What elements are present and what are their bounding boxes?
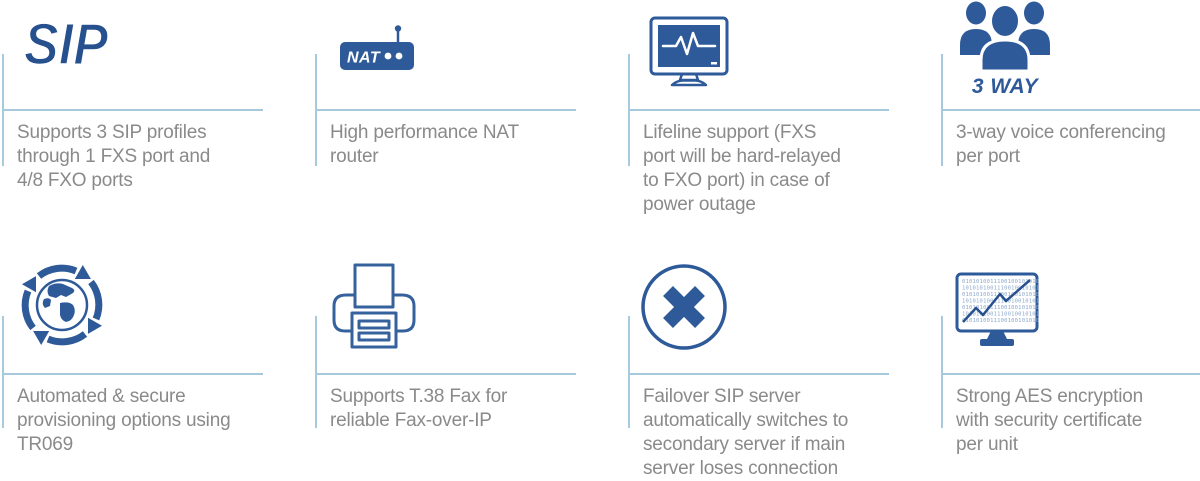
group-people-icon: 3 WAY — [954, 0, 1056, 96]
globe-sync-icon — [15, 258, 109, 352]
feature-card-encryption: 0101010011100100101010 10101010011100100… — [941, 230, 1200, 469]
feature-description: Failover SIP server automatically switch… — [643, 386, 849, 479]
accent-horizontal-line — [315, 373, 576, 375]
accent-horizontal-line — [2, 109, 263, 111]
sip-logo-text: SIP — [24, 16, 108, 74]
sip-logo-text-inline: SIP — [24, 16, 108, 74]
feature-description: High performance NAT router — [330, 122, 519, 167]
fax-printer-icon — [329, 262, 421, 352]
binary-row: 1010101001110010010101 — [962, 286, 1039, 292]
accent-horizontal-line — [628, 373, 889, 375]
circle-x-icon — [639, 262, 729, 352]
feature-description: Supports 3 SIP profiles through 1 FXS po… — [17, 122, 211, 191]
accent-vertical-line — [941, 316, 943, 428]
feature-description: Strong AES encryption with security cert… — [956, 386, 1143, 455]
feature-card-sip: SIP SIP Supports 3 SIP profiles through … — [2, 0, 315, 230]
accent-horizontal-line — [2, 373, 263, 375]
binary-row: 0101010011100100101010 — [962, 318, 1039, 324]
accent-horizontal-line — [315, 109, 576, 111]
feature-card-3way: 3 WAY 3-way voice conferencing per port — [941, 0, 1200, 230]
binary-monitor-icon: 0101010011100100101010 10101010011100100… — [955, 272, 1043, 350]
binary-row: 1010101001110010010101 — [962, 299, 1039, 305]
accent-horizontal-line — [941, 109, 1200, 111]
sip-logo-icon: SIP SIP — [22, 16, 112, 74]
binary-row: 0101010011100100101010 — [962, 305, 1039, 311]
accent-vertical-line — [315, 316, 317, 428]
feature-card-provisioning: Automated & secure provisioning options … — [2, 230, 315, 469]
binary-row: 1010101001110010010101 — [962, 312, 1039, 318]
monitor-heartbeat-icon — [649, 16, 729, 92]
feature-description: Automated & secure provisioning options … — [17, 386, 231, 455]
accent-vertical-line — [2, 316, 4, 428]
nat-label: NAT — [347, 50, 381, 67]
feature-description: Supports T.38 Fax for reliable Fax-over-… — [330, 386, 508, 431]
accent-vertical-line — [628, 316, 630, 428]
binary-row: 0101010011100100101010 — [962, 279, 1039, 285]
accent-horizontal-line — [628, 109, 889, 111]
feature-description: Lifeline support (FXS port will be hard-… — [643, 122, 841, 215]
feature-card-lifeline: Lifeline support (FXS port will be hard-… — [628, 0, 941, 230]
three-way-label: 3 WAY — [972, 75, 1040, 96]
feature-card-failover: Failover SIP server automatically switch… — [628, 230, 941, 479]
accent-horizontal-line — [941, 373, 1200, 375]
feature-description: 3-way voice conferencing per port — [956, 122, 1166, 167]
feature-row-top: SIP SIP Supports 3 SIP profiles through … — [2, 0, 1200, 230]
nat-router-icon: NAT — [330, 22, 422, 74]
feature-card-nat: NAT High performance NAT router — [315, 0, 628, 230]
feature-card-fax: Supports T.38 Fax for reliable Fax-over-… — [315, 230, 628, 469]
feature-row-bottom: Automated & secure provisioning options … — [2, 230, 1200, 479]
